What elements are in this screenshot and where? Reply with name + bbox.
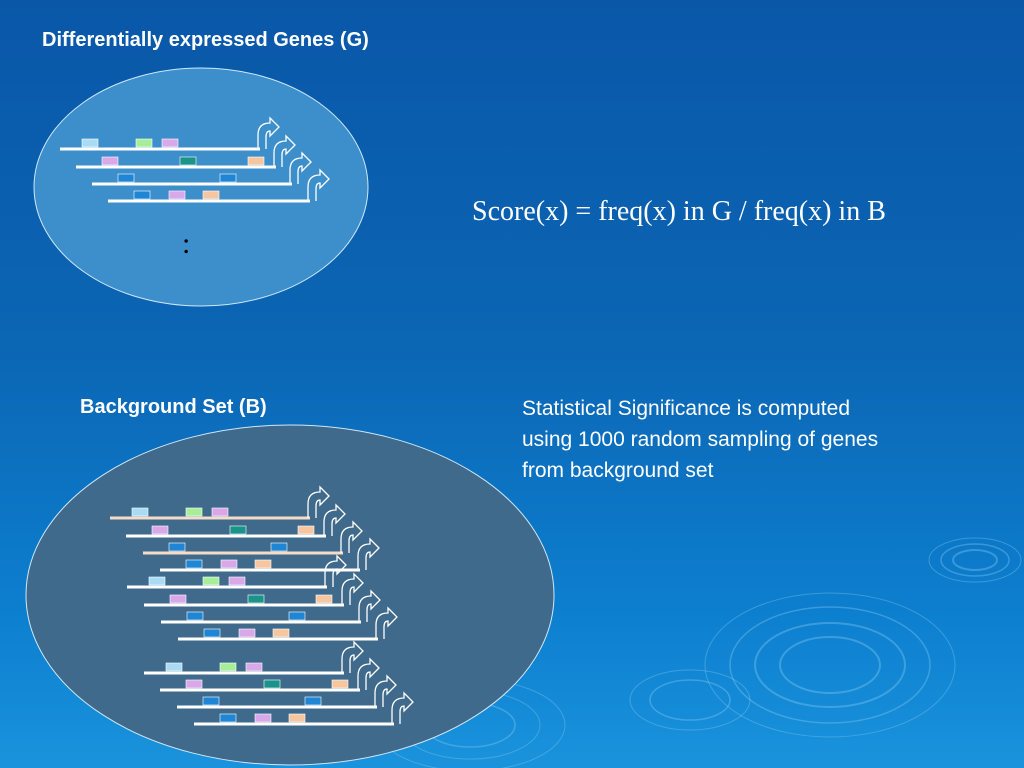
set-b-title: Background Set (B) xyxy=(80,396,267,418)
promoter-arrow-icon xyxy=(341,640,364,673)
set-g-genes xyxy=(60,116,330,203)
note-line: from background set xyxy=(522,459,714,482)
promoter-arrow-icon xyxy=(257,116,280,149)
gene-row xyxy=(177,674,397,709)
motif-box xyxy=(247,594,265,604)
promoter-arrow-icon xyxy=(357,657,380,690)
motif-box xyxy=(81,138,99,148)
gene-row xyxy=(144,572,364,607)
gene-row xyxy=(194,691,414,726)
motif-box xyxy=(263,679,281,689)
motif-box xyxy=(315,594,333,604)
motif-box xyxy=(185,679,203,689)
motif-box xyxy=(270,542,288,552)
gene-row xyxy=(126,503,346,538)
promoter-arrow-icon xyxy=(374,674,397,707)
motif-box xyxy=(211,507,229,517)
motif-box xyxy=(168,542,186,552)
motif-box xyxy=(254,559,272,569)
motif-box xyxy=(297,525,315,535)
promoter-arrow-icon xyxy=(357,537,380,570)
motif-box xyxy=(161,138,179,148)
motif-box xyxy=(288,713,306,723)
motif-box xyxy=(131,507,149,517)
note-line: using 1000 random sampling of genes xyxy=(522,428,879,451)
motif-box xyxy=(151,525,169,535)
promoter-arrow-icon xyxy=(375,606,398,639)
motif-box xyxy=(202,696,220,706)
promoter-arrow-icon xyxy=(289,151,312,184)
score-formula: Score(x) = freq(x) in G / freq(x) in B xyxy=(472,196,886,227)
motif-box xyxy=(272,628,290,638)
motif-box xyxy=(186,611,204,621)
motif-box xyxy=(219,713,237,723)
motif-box xyxy=(254,713,272,723)
gene-row xyxy=(127,554,347,589)
motif-box xyxy=(202,190,220,200)
promoter-arrow-icon xyxy=(273,134,296,167)
gene-row xyxy=(143,520,363,555)
motif-box xyxy=(148,576,166,586)
gene-row xyxy=(60,116,280,151)
set-b-ellipse xyxy=(25,424,555,766)
motif-box xyxy=(168,190,186,200)
motif-box xyxy=(135,138,153,148)
gene-row xyxy=(76,134,296,169)
motif-box xyxy=(245,662,263,672)
motif-box xyxy=(133,190,151,200)
promoter-arrow-icon xyxy=(358,589,381,622)
set-g-title: Differentially expressed Genes (G) xyxy=(42,29,369,51)
set-g-ellipsis: : xyxy=(182,227,190,260)
gene-row xyxy=(161,589,381,624)
motif-box xyxy=(219,662,237,672)
motif-box xyxy=(185,559,203,569)
gene-row xyxy=(92,151,312,186)
motif-box xyxy=(117,173,135,183)
motif-box xyxy=(185,507,203,517)
motif-box xyxy=(331,679,349,689)
promoter-arrow-icon xyxy=(341,572,364,605)
motif-box xyxy=(229,525,247,535)
gene-row xyxy=(144,640,364,675)
set-g-ellipse xyxy=(33,67,369,307)
motif-box xyxy=(247,156,265,166)
motif-box xyxy=(219,173,237,183)
gene-row xyxy=(178,606,398,641)
motif-box xyxy=(228,576,246,586)
motif-box xyxy=(220,559,238,569)
motif-box xyxy=(288,611,306,621)
promoter-arrow-icon xyxy=(307,485,330,518)
gene-row xyxy=(160,657,380,692)
motif-box xyxy=(101,156,119,166)
set-b-genes xyxy=(110,485,414,726)
motif-box xyxy=(304,696,322,706)
promoter-arrow-icon xyxy=(324,554,347,587)
promoter-arrow-icon xyxy=(391,691,414,724)
motif-box xyxy=(202,576,220,586)
gene-row xyxy=(160,537,380,572)
motif-box xyxy=(169,594,187,604)
motif-box xyxy=(179,156,197,166)
promoter-arrow-icon xyxy=(323,503,346,536)
motif-box xyxy=(203,628,221,638)
motif-box xyxy=(238,628,256,638)
statistical-significance-note: Statistical Significance is computed usi… xyxy=(522,393,982,486)
gene-row xyxy=(110,485,330,520)
promoter-arrow-icon xyxy=(340,520,363,553)
note-line: Statistical Significance is computed xyxy=(522,397,850,420)
gene-row xyxy=(108,168,330,203)
promoter-arrow-icon xyxy=(307,168,330,201)
motif-box xyxy=(165,662,183,672)
